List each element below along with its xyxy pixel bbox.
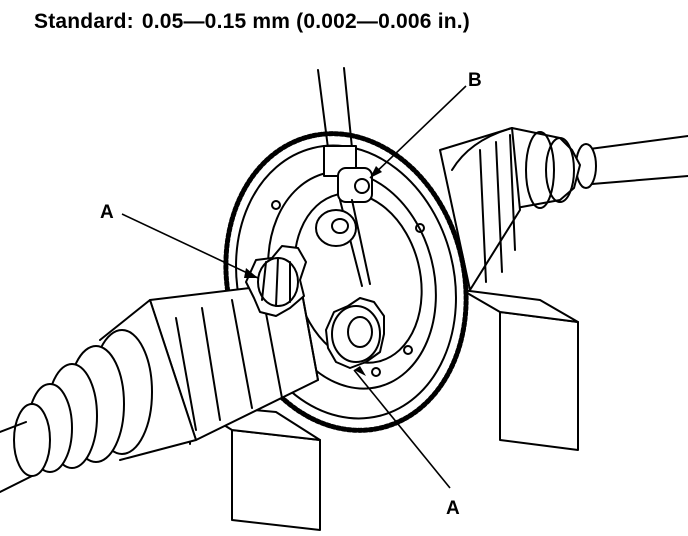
callout-a-upper: A [100, 202, 114, 223]
specification-label: Standard: [34, 10, 134, 33]
side-gear-upper [245, 245, 307, 317]
dial-indicator [315, 67, 373, 287]
specification-value: 0.05—0.15 mm (0.002—0.006 in.) [141, 10, 470, 33]
leader-b [369, 85, 467, 179]
side-gear-lower [325, 297, 385, 369]
callout-a-lower: A [446, 498, 460, 519]
left-axle-assembly [0, 281, 319, 493]
leader-arrowheads [244, 166, 382, 376]
right-support-block [461, 289, 579, 451]
specification-heading: Standard: 0.05—0.15 mm (0.002—0.006 in.) [34, 10, 470, 34]
leader-a-lower [353, 369, 451, 489]
callout-b: B [468, 70, 482, 91]
leader-a-upper [121, 213, 259, 279]
right-axle-assembly [439, 127, 688, 291]
leader-lines [121, 85, 467, 489]
